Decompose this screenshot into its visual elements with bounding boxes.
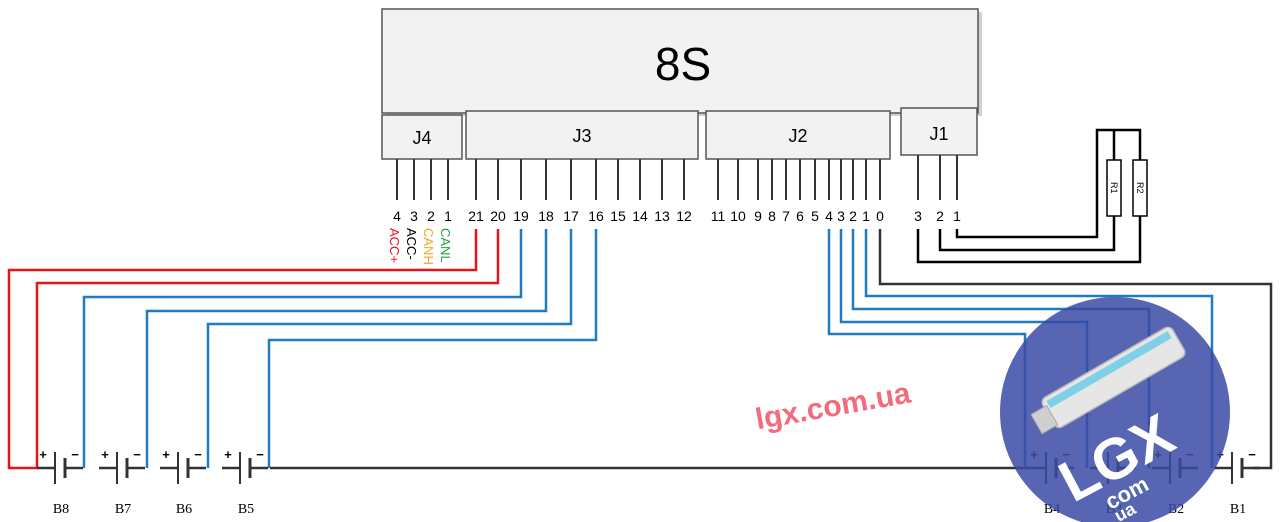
battery-label: B5: [238, 502, 254, 517]
wire-pin21-red: [7, 229, 478, 470]
lgx-logo: LGX com ua: [1000, 297, 1230, 522]
j2-label: J2: [788, 126, 807, 146]
wire-pin18-blue: [145, 229, 548, 468]
j3-label: J3: [572, 126, 591, 146]
battery-gap: [178, 462, 188, 474]
j3-pin-label-13: 13: [654, 208, 670, 224]
watermark-text: lgx.com.ua: [753, 377, 913, 437]
resistor-r1: [1106, 159, 1122, 217]
connector-boxes: J4 J3 J2 J1: [381, 107, 978, 160]
j4-pin-label-4: 4: [393, 208, 401, 224]
signal-canh: CANH: [421, 228, 436, 265]
j2-pin-label-2: 2: [849, 208, 857, 224]
battery-label: B7: [115, 502, 131, 517]
battery-plus-sign: +: [101, 447, 109, 462]
j2-pin-label-0: 0: [876, 208, 884, 224]
j3-pin-label-20: 20: [490, 208, 506, 224]
j2-pin-label-6: 6: [796, 208, 804, 224]
j4-pin-label-3: 3: [410, 208, 418, 224]
j1-pin-label-1: 1: [953, 208, 961, 224]
battery-minus-sign: −: [1248, 447, 1256, 462]
j4-signal-labels: ACC+ ACC- CANH CANL: [387, 228, 453, 265]
battery-minus-sign: −: [256, 447, 264, 462]
j3-pin-label-14: 14: [632, 208, 648, 224]
battery-plus-sign: +: [162, 447, 170, 462]
battery-b7: + − B7: [99, 447, 145, 517]
j3-pin-label-16: 16: [588, 208, 604, 224]
battery-b6: + − B6: [160, 447, 206, 517]
j2-pin-label-8: 8: [768, 208, 776, 224]
wire-pin19-blue: [82, 229, 523, 468]
wire-j1-pin3: [916, 216, 1142, 264]
wire-pin20-red: [35, 229, 500, 468]
j2-pin-label-10: 10: [730, 208, 746, 224]
j2-pin-label-4: 4: [825, 208, 833, 224]
battery-label: B6: [176, 502, 192, 517]
wire-j2-pin4-blue: [827, 229, 1027, 468]
battery-b8: + − B8: [37, 447, 83, 517]
logo-usb-stick-icon: [1030, 326, 1186, 435]
wire-j1-pin2: [938, 216, 1116, 252]
battery-gap: [1232, 462, 1242, 474]
j1-pin-label-3: 3: [914, 208, 922, 224]
resistor-r1-label: R1: [1109, 182, 1119, 194]
j2-pin-label-3: 3: [837, 208, 845, 224]
j2-box: [705, 110, 891, 160]
battery-plus-sign: +: [39, 447, 47, 462]
j1-pin-label-2: 2: [936, 208, 944, 224]
battery-gap: [55, 462, 65, 474]
j2-pin-label-7: 7: [782, 208, 790, 224]
battery-gap: [117, 462, 127, 474]
j3-pin-label-21: 21: [468, 208, 484, 224]
battery-label: B8: [53, 502, 69, 517]
battery-plus-sign: +: [224, 447, 232, 462]
j3-pin-label-15: 15: [610, 208, 626, 224]
j2-pin-label-5: 5: [811, 208, 819, 224]
signal-acc-minus: ACC-: [404, 228, 419, 260]
board-title: 8S: [655, 38, 711, 90]
j1-label: J1: [929, 124, 948, 144]
battery-minus-sign: −: [194, 447, 202, 462]
j3-pin-label-19: 19: [513, 208, 529, 224]
resistors: R1 R2: [1106, 159, 1148, 217]
signal-acc-plus: ACC+: [387, 228, 402, 263]
j2-pin-label-9: 9: [754, 208, 762, 224]
battery-b1: +−B1: [1214, 447, 1260, 517]
resistor-r2: [1132, 159, 1148, 217]
j3-pin-label-12: 12: [676, 208, 692, 224]
j2-pin-label-1: 1: [862, 208, 870, 224]
bms-board: 8S: [381, 8, 982, 116]
j3-box: [465, 110, 699, 160]
j3-pin-label-18: 18: [538, 208, 554, 224]
j3-pin-label-17: 17: [563, 208, 579, 224]
battery-minus-sign: −: [133, 447, 141, 462]
j2-pin-label-11: 11: [711, 208, 726, 224]
wire-j2-pin0-dark: [878, 229, 1273, 470]
battery-gap: [240, 462, 250, 474]
wire-pin17-blue: [206, 229, 573, 468]
battery-minus-sign: −: [71, 447, 79, 462]
wire-pin16-blue: [267, 229, 598, 468]
signal-canl: CANL: [438, 228, 453, 263]
wire-j1-pin1: [955, 128, 1142, 239]
wires: [7, 128, 1273, 470]
j4-label: J4: [412, 128, 431, 148]
board-body: [381, 8, 979, 114]
j4-box: [381, 114, 463, 160]
battery-b5: + − B5: [222, 447, 268, 517]
battery-label: B1: [1230, 502, 1246, 517]
j4-pin-label-2: 2: [427, 208, 435, 224]
j4-pin-label-1: 1: [444, 208, 452, 224]
pin-stubs: [396, 155, 958, 200]
resistor-r2-label: R2: [1135, 182, 1145, 194]
